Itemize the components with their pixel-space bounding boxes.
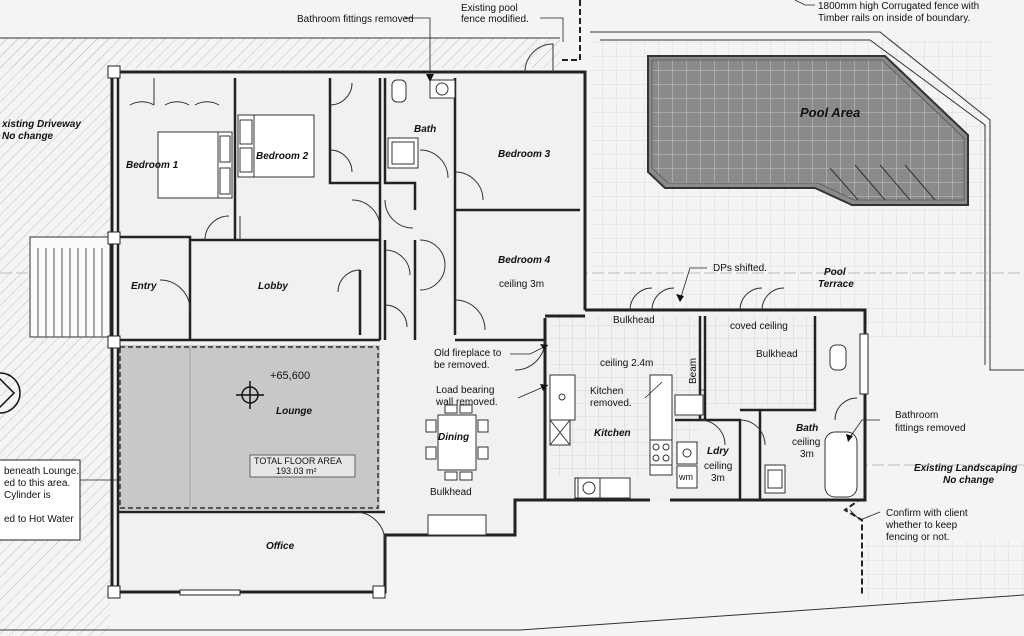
- note-confirm-line3: fencing or not.: [886, 532, 949, 543]
- note-confirm-line2: whether to keep: [885, 520, 958, 531]
- note-confirm-line1: Confirm with client: [886, 508, 968, 519]
- note-pool-fence-line2: fence modified.: [461, 14, 529, 25]
- fence-dashed-right: [843, 497, 863, 595]
- bed-1: [157, 131, 233, 199]
- room-bedroom-4: Bedroom 4: [498, 255, 551, 266]
- fence-dashed: [560, 0, 581, 61]
- bed-2: [237, 114, 315, 178]
- note-dps-shifted: DPs shifted.: [713, 263, 767, 274]
- room-bedroom-2: Bedroom 2: [256, 151, 309, 162]
- note-pool-fence-line1: Existing pool: [461, 3, 518, 14]
- bottom-right-paving: [865, 540, 1024, 600]
- dining-table: [425, 404, 489, 481]
- compass-icon: [0, 372, 21, 414]
- room-kitchen-ceiling: ceiling 2.4m: [600, 358, 653, 369]
- room-bedroom-1: Bedroom 1: [126, 160, 179, 171]
- note-kitchen-removed-line1: Kitchen: [590, 386, 623, 397]
- room-bath-right: Bath: [796, 423, 818, 434]
- note-old-fireplace-line1: Old fireplace to: [434, 348, 502, 359]
- room-coved-ceiling: coved ceiling: [730, 321, 788, 332]
- area-pool-terrace-line2: Terrace: [818, 279, 854, 290]
- room-dining-bulkhead: Bulkhead: [430, 487, 472, 498]
- room-entry: Entry: [131, 281, 157, 292]
- kitchen-outer-walls: [545, 308, 867, 502]
- note-corrugated-line2: Timber rails on inside of boundary.: [818, 13, 970, 24]
- room-beam: Beam: [688, 358, 699, 384]
- area-landscaping-line2: No change: [943, 475, 995, 486]
- note-load-bearing-line2: wall removed.: [435, 397, 498, 408]
- area-driveway-line2: No change: [2, 131, 54, 142]
- room-office: Office: [266, 541, 295, 552]
- laundry-fittings: [676, 441, 698, 489]
- room-bedroom-4-ceiling: ceiling 3m: [499, 279, 544, 290]
- area-landscaping-line1: Existing Landscaping: [914, 463, 1017, 474]
- room-laundry-wm: wm: [678, 472, 693, 482]
- pool-inner: [651, 59, 965, 201]
- room-laundry-ceiling-line2: 3m: [711, 473, 725, 484]
- boundary-bottom: [0, 594, 1024, 631]
- room-bath-top: Bath: [414, 124, 436, 135]
- floor-area-box: [249, 454, 356, 478]
- leader-lines: [80, 0, 881, 521]
- note-corrugated-line1: 1800mm high Corrugated fence with: [818, 1, 979, 12]
- lounge-dashed: [119, 346, 379, 509]
- room-laundry: Ldry: [707, 446, 729, 457]
- room-laundry-ceiling-line1: ceiling: [704, 461, 732, 472]
- room-bath-right-ceiling-line1: ceiling: [792, 437, 820, 448]
- doors: [129, 43, 858, 543]
- note-old-fireplace-line2: be removed.: [434, 360, 490, 371]
- level-crosshair: [236, 381, 264, 409]
- area-driveway-line1: xisting Driveway: [1, 119, 81, 130]
- room-dining: Dining: [438, 432, 469, 443]
- room-lobby: Lobby: [258, 281, 288, 292]
- area-pool-terrace-line1: Pool: [824, 267, 846, 278]
- leader-arrows: [426, 74, 853, 442]
- hotwater-note-box: [0, 459, 81, 541]
- area-pool: Pool Area: [800, 105, 860, 120]
- room-level: +65,600: [270, 370, 310, 382]
- bath-right-fittings: [764, 344, 858, 498]
- note-kitchen-removed-line2: removed.: [590, 398, 632, 409]
- boundary-right: [590, 31, 1024, 371]
- dining-bulkhead-unit: [427, 514, 487, 536]
- coved-tiles: [705, 316, 815, 406]
- lounge-fill: [118, 345, 380, 510]
- floor-area-label: TOTAL FLOOR AREA: [254, 456, 342, 466]
- room-coved-bulkhead: Bulkhead: [756, 349, 798, 360]
- note-hotwater-line1: beneath Lounge.: [4, 466, 79, 477]
- note-load-bearing-line1: Load bearing: [436, 385, 494, 396]
- note-hotwater-line4: ed to Hot Water: [4, 514, 74, 525]
- entry-step-lines: [37, 248, 103, 337]
- room-bath-right-ceiling-line2: 3m: [800, 449, 814, 460]
- bath-top-fittings: [387, 79, 456, 169]
- boundary-right-inner: [600, 39, 986, 365]
- room-lounge: Lounge: [276, 406, 313, 417]
- note-bath-fittings-right-line1: Bathroom: [895, 410, 938, 421]
- top-boundary-hatch: [0, 38, 560, 68]
- room-kitchen: Kitchen: [594, 428, 631, 439]
- kitchen-fittings: [549, 374, 704, 499]
- pool-steps: [829, 164, 936, 201]
- note-bath-fittings-right-line2: fittings removed: [895, 423, 966, 434]
- note-hotwater-line2: ed to this area.: [4, 478, 70, 489]
- room-bedroom-3: Bedroom 3: [498, 149, 551, 160]
- note-bathroom-fittings-top: Bathroom fittings removed: [297, 14, 414, 25]
- floor-area-value: 193.03 m²: [276, 466, 317, 476]
- note-hotwater-line3: Cylinder is: [4, 490, 51, 501]
- room-kitchen-bulkhead: Bulkhead: [613, 315, 655, 326]
